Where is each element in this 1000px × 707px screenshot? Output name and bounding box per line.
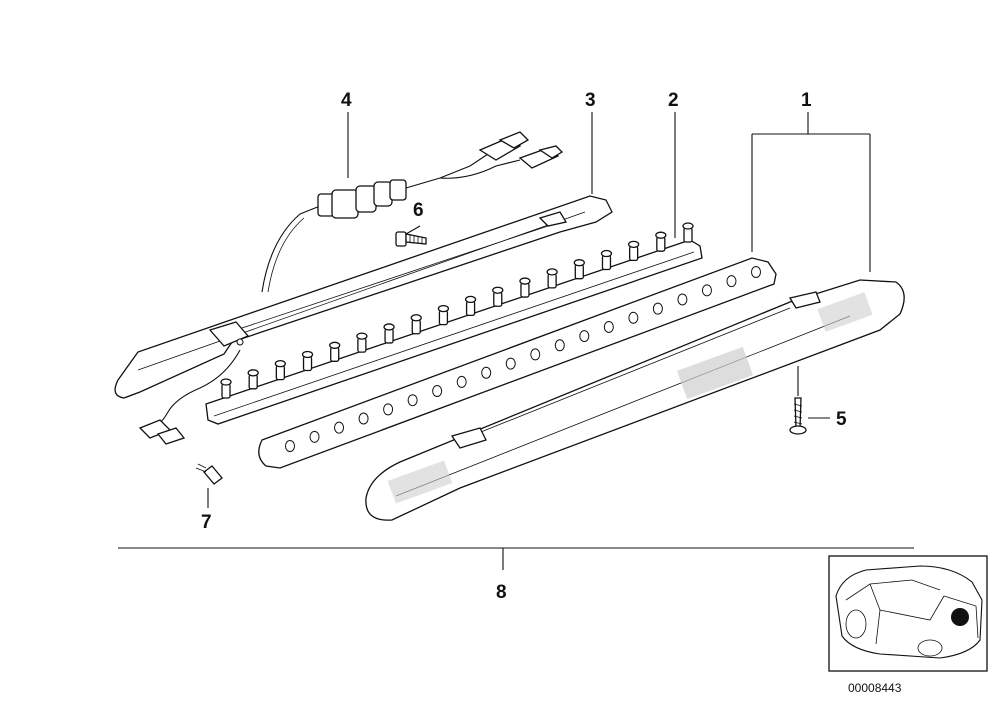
- location-marker: [951, 608, 969, 626]
- reflector-holes: [285, 266, 761, 452]
- reflector-hole: [505, 357, 516, 370]
- reflector-hole: [652, 302, 663, 315]
- reflector-strip-part-1[interactable]: [258, 257, 777, 469]
- led: [655, 231, 667, 252]
- led: [410, 314, 422, 335]
- reflector-hole: [358, 412, 369, 425]
- screw-part-5[interactable]: [789, 397, 807, 435]
- led: [220, 378, 232, 399]
- reflector-hole: [285, 440, 295, 452]
- led-row: [220, 222, 694, 399]
- reflector-hole: [554, 339, 565, 352]
- reflector-hole: [334, 421, 345, 434]
- reflector-hole: [701, 284, 712, 297]
- led: [573, 259, 585, 280]
- bulb-part-7[interactable]: [195, 463, 223, 485]
- reflector-hole: [677, 293, 688, 306]
- led: [492, 286, 504, 307]
- reflector-hole: [726, 275, 737, 288]
- housing-part-3[interactable]: [114, 195, 613, 399]
- callout-7: 7: [201, 512, 212, 533]
- vehicle-locator-inset: [828, 555, 988, 672]
- reflector-hole: [530, 348, 541, 361]
- reflector-hole: [628, 311, 639, 324]
- callout-3: 3: [585, 90, 596, 111]
- led: [464, 295, 477, 317]
- callout-2: 2: [668, 90, 679, 111]
- callout-4: 4: [341, 90, 352, 111]
- reflector-hole: [309, 430, 320, 443]
- screw-part-6[interactable]: [395, 231, 427, 247]
- reflector-hole: [481, 366, 492, 379]
- led: [301, 350, 314, 372]
- led: [274, 359, 287, 381]
- callout-1: 1: [801, 90, 812, 111]
- reflector-hole: [407, 394, 418, 407]
- reflector-hole: [456, 375, 467, 388]
- led: [437, 304, 450, 326]
- callout-6: 6: [413, 200, 424, 221]
- led: [247, 369, 259, 390]
- led: [627, 240, 640, 262]
- led: [546, 268, 558, 289]
- led: [383, 323, 395, 344]
- reflector-hole: [603, 320, 614, 333]
- reflector-hole: [579, 330, 590, 343]
- lens-cover-part-1[interactable]: [365, 279, 905, 521]
- doc-number: 00008443: [848, 681, 902, 695]
- lens-texture: [387, 292, 873, 504]
- reflector-hole: [751, 266, 761, 278]
- car-outline: [835, 565, 983, 659]
- leader-lines: [118, 112, 914, 570]
- led: [519, 277, 531, 298]
- callout-5: 5: [836, 409, 847, 430]
- led-board-part-2[interactable]: [205, 222, 703, 425]
- callout-8: 8: [496, 582, 507, 603]
- reflector-hole: [383, 403, 394, 416]
- led: [356, 332, 368, 353]
- wiring-harness-part-4[interactable]: [138, 131, 564, 445]
- led: [600, 249, 613, 271]
- reflector-hole: [432, 385, 443, 398]
- led: [682, 222, 694, 243]
- led: [329, 341, 341, 362]
